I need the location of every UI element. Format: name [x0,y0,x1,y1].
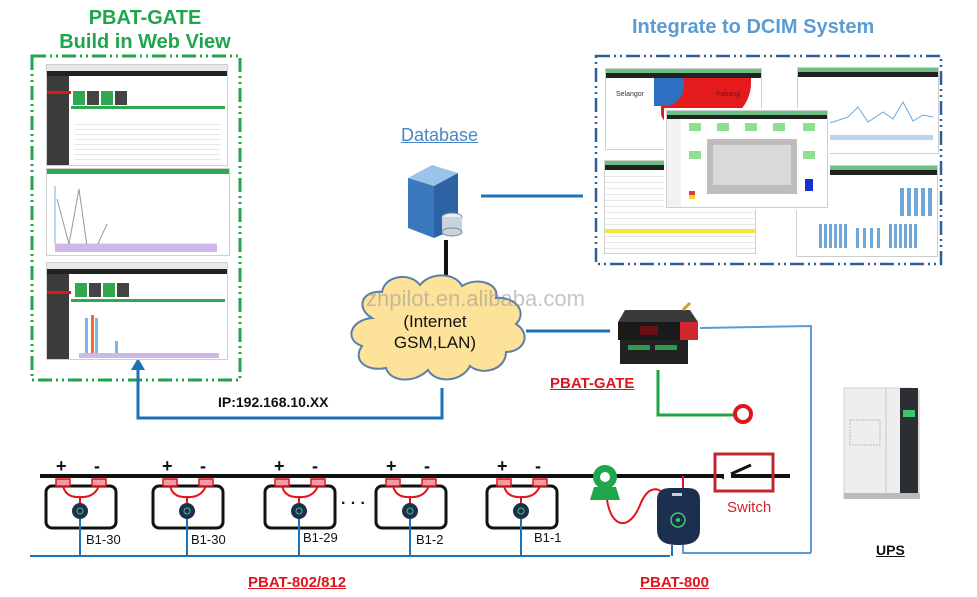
cloud-label-line1: (Internet [403,312,467,331]
negative-terminal-sign: - [424,456,430,476]
switch-gap [724,473,731,479]
web-view-title-line1: PBAT-GATE [88,7,202,29]
negative-terminal-sign: - [200,456,206,476]
negative-terminal-sign: - [94,456,100,476]
battery-cell[interactable]: + - [374,456,448,556]
negative-terminal-sign: - [312,456,318,476]
watermark: zhpilot.en.alibaba.com [366,286,585,311]
database-label: Database [401,125,479,145]
web-view-frame [30,54,242,382]
current-sensor-icon [590,465,620,500]
cloud-label: (Internet GSM,LAN) [380,311,490,353]
battery-label: B1-30 [86,532,121,547]
ct-ring-icon [733,404,753,424]
positive-terminal-sign: + [386,456,397,476]
positive-terminal-sign: + [274,456,285,476]
string-monitor-device[interactable] [657,488,700,545]
battery-cell[interactable]: + - [44,456,118,556]
web-screen-line-chart [46,168,230,256]
positive-terminal-sign: + [497,456,508,476]
trend-chart [802,100,934,140]
switch-box[interactable] [713,452,775,493]
ups-cabinet [843,387,920,499]
battery-cell[interactable]: + - [485,456,559,556]
web-screen-battery-table [46,64,228,166]
gateway-ct-link [656,370,735,417]
monitor-uplink [682,545,811,554]
ip-link [136,368,444,420]
web-view-title-line2: Build in Web View [59,31,231,53]
gateway-bus-link [699,324,812,553]
ip-arrow-icon [131,358,145,370]
web-view-title: PBAT-GATE Build in Web View [40,6,250,54]
map-label-selangor: Selangor [616,91,645,98]
battery-cell[interactable]: + - [150,456,224,556]
battery-label: B1-30 [191,532,226,547]
string-monitor-label[interactable]: PBAT-800 [640,574,709,591]
map-label-pahang: Pahang [716,91,741,98]
gateway-device[interactable] [618,301,698,364]
dcim-title: Integrate to DCIM System [632,16,875,38]
web-screen-bar-chart [46,262,228,360]
database-server-icon [408,165,463,238]
dcim-frame [594,54,943,266]
positive-terminal-sign: + [162,456,173,476]
gateway-label[interactable]: PBAT-GATE [550,375,635,392]
web-line-chart [54,186,217,252]
more-batteries-ellipsis: · · · [341,495,366,512]
battery-label: B1-29 [303,530,338,545]
sensor-cable [606,488,669,525]
ups-label: UPS [876,542,905,558]
battery-label: B1-2 [416,532,444,547]
battery-string-label[interactable]: PBAT-802/812 [248,574,347,591]
switch-label: Switch [727,499,772,516]
cloud-label-line2: GSM,LAN) [393,333,477,352]
negative-terminal-sign: - [535,456,541,476]
ip-address-label: IP:192.168.10.XX [218,394,329,410]
positive-terminal-sign: + [56,456,67,476]
internet-cloud [350,274,526,381]
dcim-screen-floor-plan [666,110,828,208]
battery-cell[interactable]: + - [262,456,336,556]
battery-label: B1-1 [534,530,562,545]
